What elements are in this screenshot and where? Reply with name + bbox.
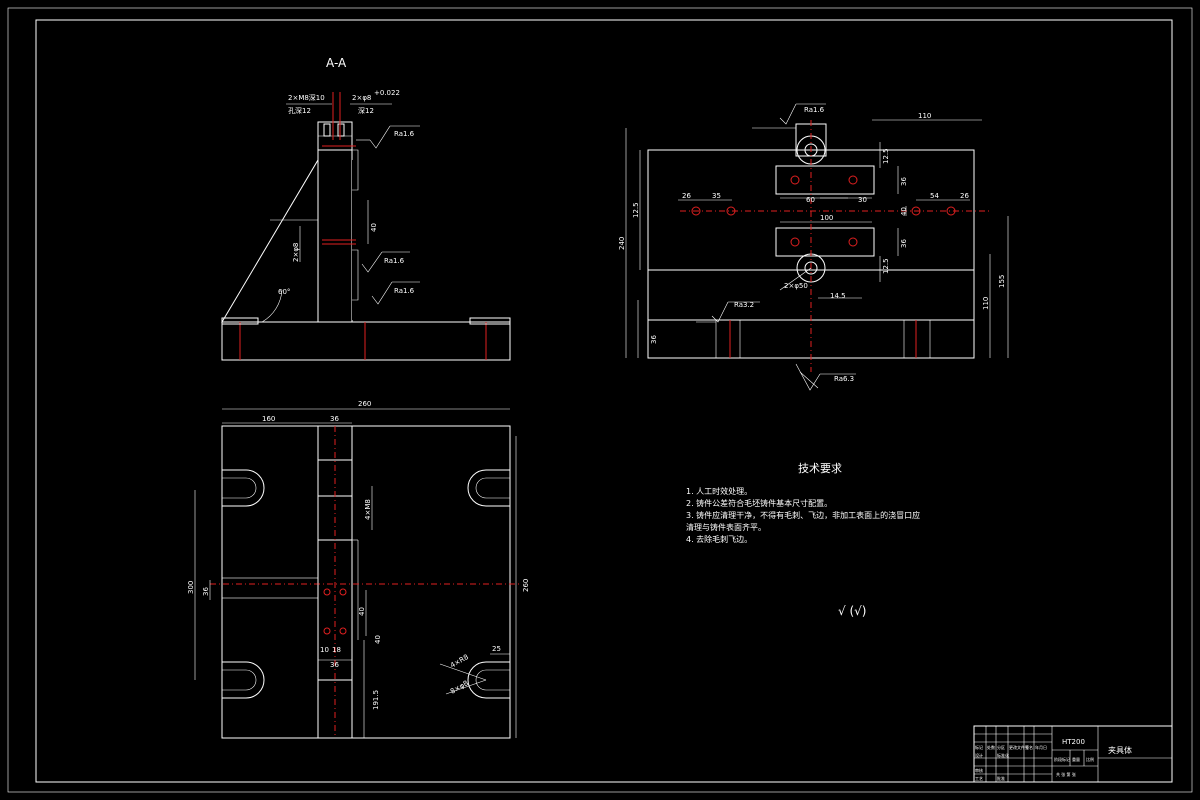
tech-item-3: 3. 铸件应清理干净，不得有毛刺、飞边，非加工表面上的浇冒口应 [686, 511, 921, 520]
dim-100: 100 [820, 214, 833, 222]
dim-36-c: 36 [650, 335, 658, 344]
roughness-symbol [779, 103, 826, 125]
section-label: A-A [326, 56, 347, 70]
dim-height-outer: 300 [187, 581, 195, 594]
note1-line2: 孔深12 [288, 106, 311, 115]
title-block [973, 725, 1173, 783]
ra-16-a: Ra1.6 [394, 130, 415, 138]
roughness-symbol [356, 125, 420, 149]
dim-40-b: 40 [374, 635, 382, 644]
tb-label-3: 更改文件号 [1009, 744, 1029, 750]
dim-25: 25 [492, 645, 501, 653]
dim-8xphi8: 8×φ8 [449, 679, 470, 696]
dim-40-a: 40 [358, 607, 366, 616]
dim-12-5-c: 12.5 [632, 202, 640, 218]
dim-36-a: 36 [900, 177, 908, 186]
note2-tol: +0.022 [374, 89, 400, 97]
ra-16-c: Ra1.6 [394, 287, 415, 295]
dim-26-a: 26 [682, 192, 691, 200]
angle-label: 60° [278, 288, 290, 296]
ra-63-front: Ra6.3 [834, 375, 854, 383]
tb-label-8: 审核 [975, 767, 983, 773]
roughness-symbol [371, 281, 420, 305]
plan-view [194, 408, 520, 739]
roughness-symbol [711, 301, 760, 323]
outer-frame [7, 7, 1193, 793]
inner-frame [35, 19, 1173, 783]
dim-26-b: 26 [960, 192, 969, 200]
tech-title: 技术要求 [798, 462, 842, 475]
dim-260: 260 [358, 400, 371, 408]
dim-12-5-b: 12.5 [882, 258, 890, 274]
tb-label-14: 共 张 第 张 [1056, 771, 1076, 777]
dim-height-inner: 260 [522, 579, 530, 592]
tb-label-13: 比例 [1086, 756, 1094, 762]
section-view-aa: 60° [221, 92, 511, 361]
note2-line1: 2×φ8 [352, 94, 371, 102]
general-roughness-symbol: √ (√) [838, 604, 867, 618]
tech-item-1: 1. 人工时效处理。 [686, 487, 753, 496]
dim-35: 35 [712, 192, 721, 200]
dim-36-b: 36 [330, 661, 339, 669]
tb-label-6: 设计 [975, 752, 983, 758]
front-view [625, 119, 1009, 372]
tb-label-10: 批准 [997, 775, 1005, 781]
part-name: 夹具体 [1108, 745, 1132, 755]
dim-240: 240 [618, 237, 626, 250]
dim-2xphi50: 2×φ50 [784, 282, 808, 290]
dim-30: 30 [858, 196, 867, 204]
dim-54: 54 [930, 192, 939, 200]
note2-line2: 深12 [358, 106, 374, 115]
tech-item-5: 4. 去除毛刺飞边。 [686, 535, 753, 544]
dim-4xr: 4×R8 [449, 653, 470, 670]
tb-label-2: 分区 [997, 744, 1005, 750]
dim-18: 18 [332, 646, 341, 654]
tb-label-1: 处数 [987, 744, 995, 750]
dim-4xm8: 4×M8 [364, 499, 372, 520]
dim-14-5: 14.5 [830, 292, 846, 300]
tb-label-11: 阶段标记 [1054, 756, 1070, 762]
dim-40-front: 40 [900, 207, 908, 216]
roughness-symbol [795, 363, 856, 391]
dim-110-top: 110 [918, 112, 931, 120]
dim-36-b: 36 [900, 239, 908, 248]
dim-155: 155 [998, 275, 1006, 288]
tb-label-12: 重量 [1072, 756, 1080, 762]
note1-line1: 2×M8深10 [288, 93, 325, 102]
roughness-symbol [361, 251, 410, 273]
tb-label-4: 签名 [1025, 744, 1033, 750]
dim-36-web: 36 [330, 415, 339, 423]
ra-32-front: Ra3.2 [734, 301, 754, 309]
dim-191: 191.5 [372, 690, 380, 710]
tech-item-2: 2. 铸件公差符合毛坯铸件基本尺寸配置。 [686, 499, 833, 508]
tech-item-4: 清理与铸件表面齐平。 [686, 523, 766, 532]
dim-12-5-a: 12.5 [882, 148, 890, 164]
dim-40: 40 [370, 223, 378, 232]
material-label: HT200 [1062, 738, 1085, 746]
dim-4xphi8: 2×φ8 [292, 243, 300, 262]
dim-110: 110 [982, 297, 990, 310]
tb-label-9: 工艺 [975, 776, 983, 781]
dim-60: 60 [806, 196, 815, 204]
dim-center: 36 [202, 587, 210, 596]
ra-16-b: Ra1.6 [384, 257, 405, 265]
tb-label-0: 标记 [975, 744, 983, 750]
dim-10: 10 [320, 646, 329, 654]
ra-16-front: Ra1.6 [804, 106, 825, 114]
dim-160: 160 [262, 415, 275, 423]
tb-label-7: 标准化 [997, 752, 1009, 758]
tb-label-5: 年月日 [1035, 744, 1047, 750]
